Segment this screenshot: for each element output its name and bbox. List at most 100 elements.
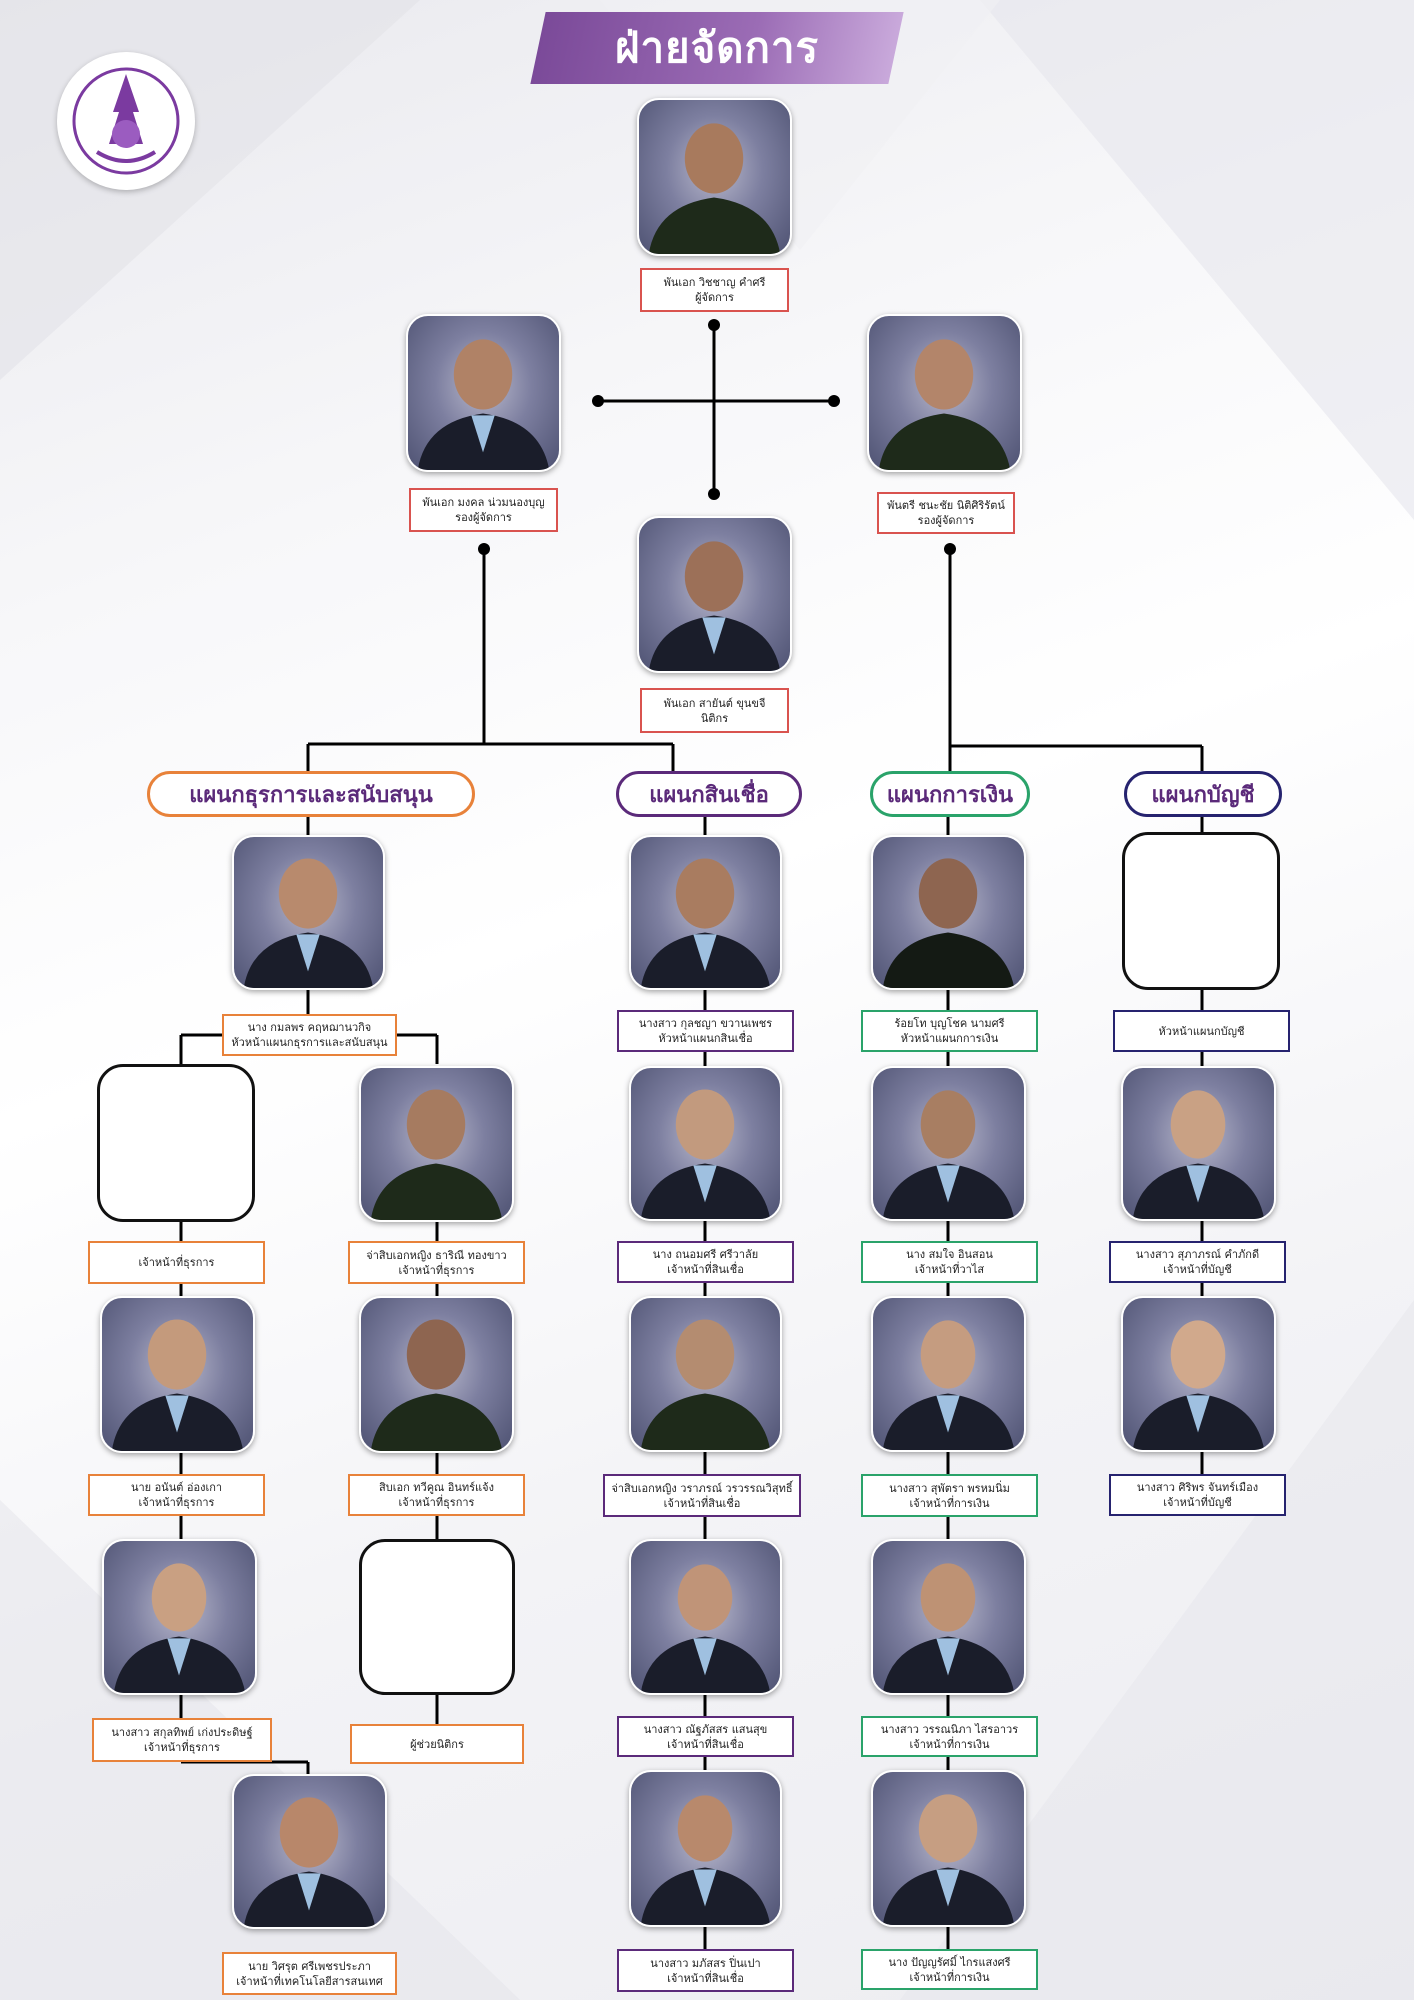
- person-role: เจ้าหน้าที่สินเชื่อ: [663, 1496, 741, 1510]
- label-finance-head: ร้อยโท บุญโชค นามศรี หัวหน้าแผนกการเงิน: [861, 1010, 1038, 1052]
- person-name: นาง ถนอมศรี ศรีวาลัย: [652, 1248, 759, 1261]
- label-deputy2: พันตรี ชนะชัย นิติศิริรัตน์ รองผู้จัดการ: [877, 492, 1015, 534]
- person-role: เจ้าหน้าที่ธุรการ: [398, 1496, 475, 1509]
- person-name: นาง ปัญญรัศมิ์ ไกรแสงศรี: [888, 1955, 1011, 1969]
- label-finance1: นาง สมใจ อินสอน เจ้าหน้าที่วาไส: [861, 1241, 1038, 1283]
- label-deputy1: พันเอก มงคล น่วมนองบุญ รองผู้จัดการ: [409, 488, 558, 532]
- person-role: เจ้าหน้าที่สินเชื่อ: [667, 1737, 744, 1751]
- photo-admin3: [100, 1296, 255, 1453]
- photo-accounting2: [1121, 1296, 1276, 1452]
- label-legal: พันเอก สายันต์ ขุนขจี นิติกร: [640, 688, 789, 733]
- person-role: เจ้าหน้าที่การเงิน: [909, 1737, 990, 1751]
- person-name: จ่าสิบเอกหญิง วราภรณ์ วรวรรณวิสุทธิ์: [611, 1481, 793, 1495]
- photo-finance2: [871, 1296, 1026, 1452]
- label-credit-head: นางสาว กุลชญา ขวานเพชร หัวหน้าแผนกสินเชื…: [617, 1010, 794, 1052]
- person-name: พันเอก สายันต์ ขุนขจี: [663, 696, 766, 710]
- photo-accounting1: [1121, 1066, 1276, 1221]
- cooperative-logo: [57, 52, 195, 190]
- person-role: เจ้าหน้าที่ธุรการ: [138, 1256, 215, 1269]
- person-role: นิติกร: [700, 711, 729, 725]
- person-role: เจ้าหน้าที่สินเชื่อ: [667, 1263, 744, 1276]
- label-credit4: นางสาว มภัสสร ปิ่นเปา เจ้าหน้าที่สินเชื่…: [617, 1949, 794, 1992]
- photo-deputy1: [406, 314, 561, 472]
- photo-admin7: [232, 1774, 387, 1929]
- dept-accounting: แผนกบัญชี: [1124, 771, 1282, 817]
- photo-placeholder-accounting-head: [1122, 832, 1280, 990]
- person-name: นางสาว สุภาภรณ์ คำภักดี: [1135, 1248, 1260, 1261]
- dept-finance: แผนกการเงิน: [870, 771, 1030, 817]
- person-name: นางสาว ศิริพร จันทร์เมือง: [1136, 1481, 1259, 1494]
- photo-finance-head: [871, 835, 1026, 990]
- emblem-icon: [72, 67, 180, 175]
- label-credit1: นาง ถนอมศรี ศรีวาลัย เจ้าหน้าที่สินเชื่อ: [617, 1241, 794, 1283]
- person-role: ผู้ช่วยนิติกร: [410, 1737, 464, 1751]
- photo-placeholder-admin6: [359, 1539, 515, 1695]
- person-name: พันเอก วิชชาญ คำศรี: [663, 276, 766, 289]
- person-role: เจ้าหน้าที่บัญชี: [1163, 1263, 1232, 1276]
- label-admin7: นาย วิศรุต ศรีเพชรประภา เจ้าหน้าที่เทคโน…: [222, 1952, 397, 1995]
- label-accounting2: นางสาว ศิริพร จันทร์เมือง เจ้าหน้าที่บัญ…: [1109, 1474, 1286, 1516]
- label-admin-head: นาง กมลพร คฤหฌานวกิจ หัวหน้าแผนกธุรการแล…: [222, 1014, 397, 1056]
- person-name: ร้อยโท บุญโชค นามศรี: [894, 1017, 1005, 1030]
- label-admin1: เจ้าหน้าที่ธุรการ: [88, 1241, 265, 1284]
- person-role: เจ้าหน้าที่ธุรการ: [144, 1741, 220, 1754]
- person-role: รองผู้จัดการ: [917, 514, 975, 527]
- label-accounting1: นางสาว สุภาภรณ์ คำภักดี เจ้าหน้าที่บัญชี: [1109, 1241, 1286, 1283]
- photo-admin-head: [232, 835, 385, 990]
- label-finance3: นางสาว วรรณนิภา ไสรอาวร เจ้าหน้าที่การเง…: [861, 1716, 1038, 1757]
- label-admin5: นางสาว สกุลทิพย์ เก่งประดิษฐ์ เจ้าหน้าที…: [92, 1718, 272, 1762]
- photo-finance4: [871, 1770, 1026, 1927]
- photo-finance3: [871, 1539, 1026, 1695]
- person-name: นาง สมใจ อินสอน: [906, 1248, 993, 1261]
- person-role: รองผู้จัดการ: [455, 511, 512, 524]
- person-name: สิบเอก ทวีคูณ อินทร์แจ้ง: [379, 1481, 494, 1494]
- person-role: เจ้าหน้าที่การเงิน: [909, 1496, 990, 1510]
- person-name: นางสาว กุลชญา ขวานเพชร: [638, 1017, 773, 1030]
- dept-credit: แผนกสินเชื่อ: [616, 771, 802, 817]
- label-admin3: นาย อนันต์ อ่องเกา เจ้าหน้าที่ธุรการ: [88, 1474, 265, 1516]
- label-admin4: สิบเอก ทวีคูณ อินทร์แจ้ง เจ้าหน้าที่ธุรก…: [348, 1474, 525, 1516]
- dept-admin: แผนกธุรการและสนับสนุน: [147, 771, 475, 817]
- photo-credit2: [629, 1296, 782, 1452]
- photo-placeholder-admin1: [97, 1064, 255, 1222]
- page-title: ฝ่ายจัดการ: [614, 23, 820, 72]
- photo-finance1: [871, 1066, 1026, 1221]
- photo-legal: [637, 516, 792, 673]
- label-manager: พันเอก วิชชาญ คำศรี ผู้จัดการ: [640, 268, 789, 312]
- person-role: หัวหน้าแผนกสินเชื่อ: [658, 1032, 753, 1045]
- person-name: พันเอก มงคล น่วมนองบุญ: [422, 496, 545, 509]
- label-credit2: จ่าสิบเอกหญิง วราภรณ์ วรวรรณวิสุทธิ์ เจ้…: [603, 1474, 801, 1517]
- photo-manager: [637, 98, 792, 256]
- label-credit3: นางสาว ณัฐภัสสร แสนสุข เจ้าหน้าที่สินเชื…: [617, 1716, 794, 1757]
- person-name: นาย อนันต์ อ่องเกา: [130, 1481, 223, 1494]
- person-role: เจ้าหน้าที่การเงิน: [909, 1970, 990, 1984]
- person-name: นางสาว สกุลทิพย์ เก่งประดิษฐ์: [111, 1726, 253, 1739]
- person-name: จ่าสิบเอกหญิง ธาริณี ทองขาว: [366, 1248, 507, 1262]
- person-name: พันตรี ชนะชัย นิติศิริรัตน์: [887, 499, 1005, 512]
- person-role: เจ้าหน้าที่ธุรการ: [138, 1496, 215, 1509]
- photo-credit1: [629, 1066, 782, 1221]
- person-name: นางสาว ณัฐภัสสร แสนสุข: [643, 1722, 768, 1736]
- label-admin2: จ่าสิบเอกหญิง ธาริณี ทองขาว เจ้าหน้าที่ธ…: [348, 1241, 525, 1284]
- photo-admin5: [102, 1539, 257, 1695]
- photo-credit4: [629, 1770, 782, 1927]
- photo-admin4: [359, 1296, 514, 1453]
- person-name: นาย วิศรุต ศรีเพชรประภา: [248, 1959, 371, 1973]
- person-role: ผู้จัดการ: [695, 291, 734, 304]
- photo-credit-head: [629, 835, 782, 990]
- person-name: นาง กมลพร คฤหฌานวกิจ: [247, 1021, 372, 1034]
- label-admin6: ผู้ช่วยนิติกร: [350, 1724, 524, 1764]
- person-role: เจ้าหน้าที่สินเชื่อ: [667, 1971, 744, 1985]
- person-role: เจ้าหน้าที่เทคโนโลยีสารสนเทศ: [236, 1974, 383, 1988]
- person-role: เจ้าหน้าที่วาไส: [914, 1263, 985, 1276]
- person-name: นางสาว วรรณนิภา ไสรอาวร: [880, 1722, 1019, 1736]
- person-role: เจ้าหน้าที่ธุรการ: [398, 1263, 475, 1277]
- person-role: หัวหน้าแผนกธุรการและสนับสนุน: [231, 1036, 388, 1049]
- photo-credit3: [629, 1539, 782, 1695]
- person-role: หัวหน้าแผนกการเงิน: [900, 1032, 999, 1045]
- person-name: นางสาว มภัสสร ปิ่นเปา: [650, 1956, 761, 1970]
- person-role: เจ้าหน้าที่บัญชี: [1163, 1496, 1232, 1509]
- photo-admin2: [359, 1066, 514, 1222]
- person-name: นางสาว สุพัตรา พรหมนิ่ม: [889, 1481, 1010, 1495]
